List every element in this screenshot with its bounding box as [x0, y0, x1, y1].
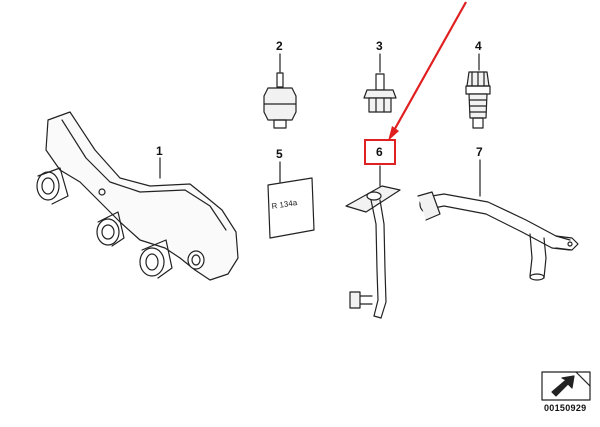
callout-6: 6	[376, 145, 383, 159]
document-number: 00150929	[544, 403, 587, 413]
callout-1: 1	[156, 144, 163, 158]
part-3-bolt	[363, 73, 397, 113]
callout-7: 7	[476, 145, 483, 159]
callout-4: 4	[475, 39, 482, 53]
part-7-hose	[417, 191, 579, 281]
part-6-pipe	[345, 185, 401, 319]
part-2-rubber-mount	[263, 72, 297, 129]
label-card-text: R 134a	[271, 198, 298, 211]
callout-6-highlight	[364, 139, 396, 165]
document-corner-icon	[541, 371, 591, 401]
part-4-valve	[465, 71, 491, 129]
arrow-pointer-icon	[388, 1, 467, 141]
callout-2: 2	[276, 39, 283, 53]
part-1-manifold	[36, 111, 239, 281]
part-5-label-card	[267, 177, 315, 239]
callout-5: 5	[276, 147, 283, 161]
callout-3: 3	[376, 39, 383, 53]
